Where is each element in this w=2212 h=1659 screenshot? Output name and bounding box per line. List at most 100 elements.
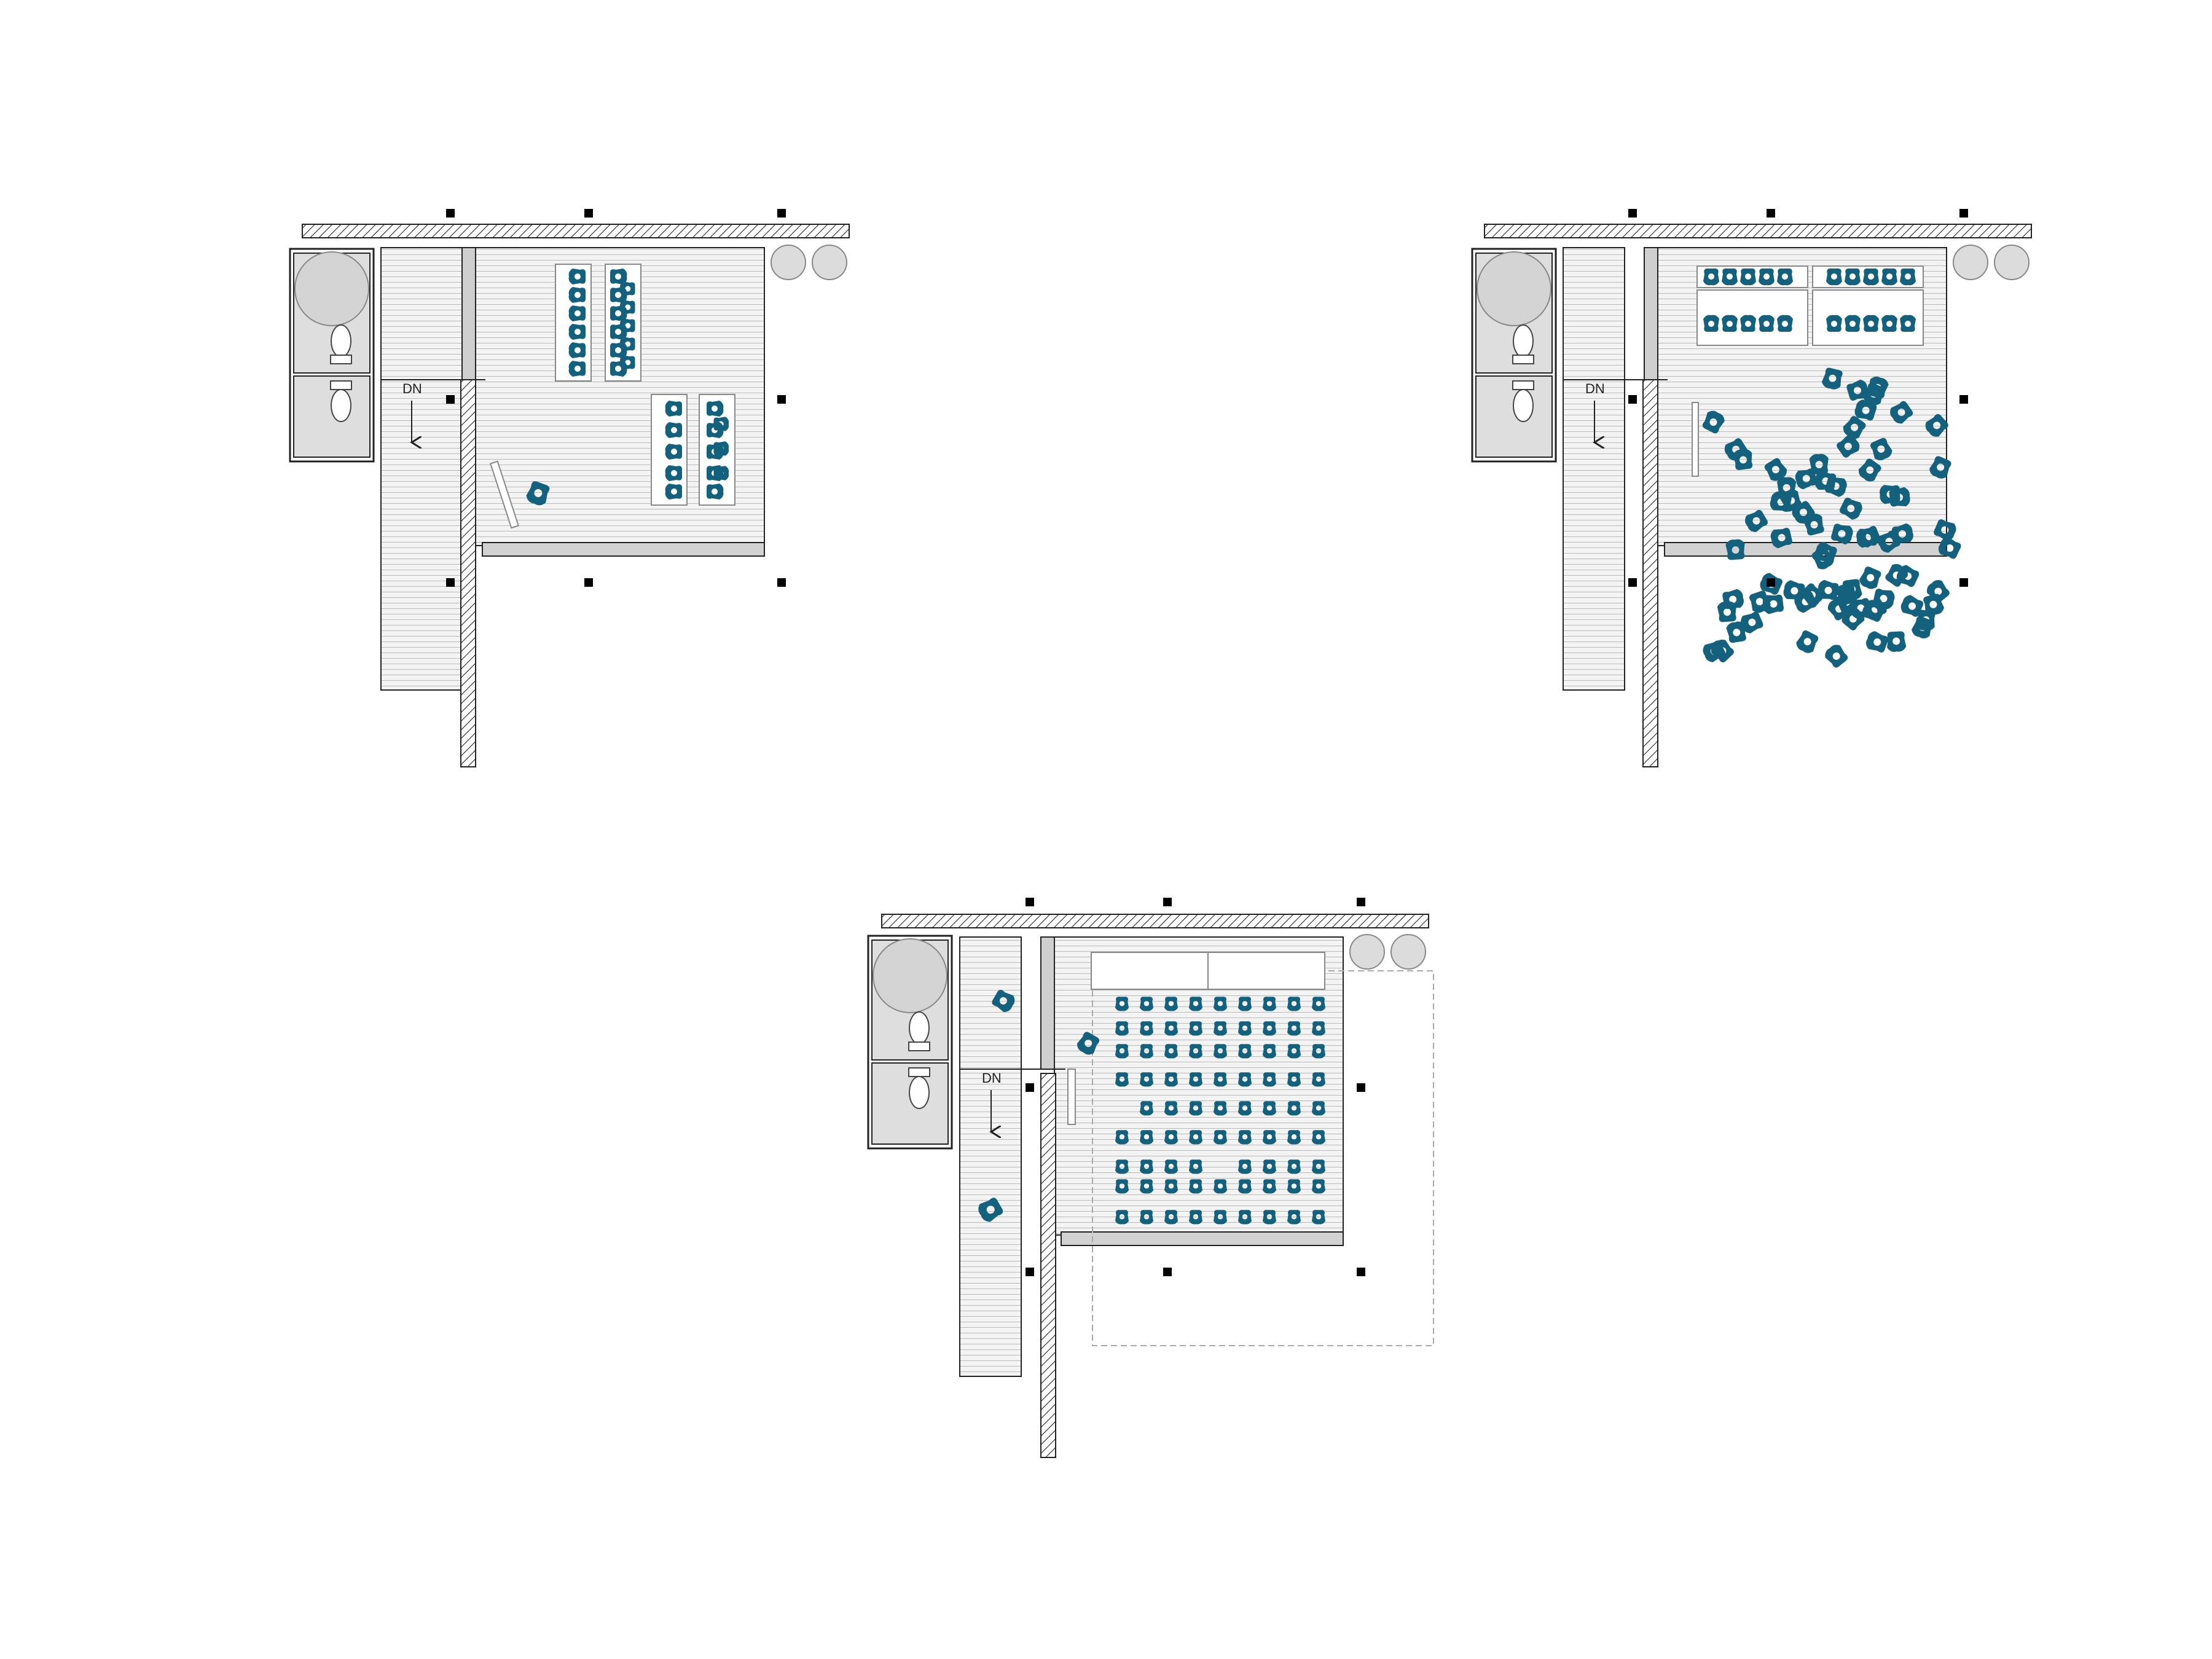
column-marker xyxy=(777,578,786,587)
person-figure xyxy=(1880,485,1900,504)
stair-direction-label: DN xyxy=(982,1070,1002,1086)
person-figure xyxy=(1703,315,1719,332)
guard-wall xyxy=(1040,1073,1056,1458)
person-figure xyxy=(1703,268,1719,286)
person-figure xyxy=(1725,539,1745,560)
person-figure xyxy=(1837,435,1860,458)
column-marker xyxy=(1026,1083,1034,1092)
person-figure xyxy=(619,281,635,296)
person-figure xyxy=(1794,590,1817,613)
person-figure xyxy=(1915,610,1936,631)
people-group xyxy=(978,989,1326,1225)
bench xyxy=(1067,1069,1076,1125)
column-marker xyxy=(1767,209,1775,218)
person-figure xyxy=(665,401,683,417)
person-figure xyxy=(713,417,729,431)
north-wall xyxy=(302,224,850,238)
person-figure xyxy=(619,300,635,315)
planter xyxy=(1953,245,1988,280)
north-wall xyxy=(1484,224,2032,238)
person-figure xyxy=(1826,268,1842,286)
person-figure xyxy=(1262,1044,1277,1059)
person-figure xyxy=(1287,1179,1301,1194)
person-figure xyxy=(1934,519,1956,541)
person-figure xyxy=(1115,1021,1129,1036)
person-figure xyxy=(1311,1130,1326,1145)
person-figure xyxy=(1741,611,1763,633)
stair-floor xyxy=(380,247,463,691)
person-figure xyxy=(619,355,635,370)
person-figure xyxy=(1188,997,1203,1011)
stair-floor xyxy=(1563,247,1625,691)
person-figure xyxy=(1745,509,1768,532)
guard-wall xyxy=(1642,379,1658,767)
structural-columns xyxy=(446,209,786,587)
column-marker xyxy=(777,209,786,218)
people-group xyxy=(526,269,729,506)
column-marker xyxy=(1959,209,1968,218)
person-figure xyxy=(1900,595,1924,617)
structural-columns xyxy=(1026,898,1365,1276)
person-figure xyxy=(1213,1130,1228,1145)
person-figure xyxy=(1702,410,1725,434)
person-figure xyxy=(1878,530,1900,553)
person-figure xyxy=(1262,1101,1277,1116)
person-figure xyxy=(1863,315,1879,332)
person-figure xyxy=(1139,1044,1154,1059)
person-figure xyxy=(568,269,586,284)
person-figure xyxy=(1900,268,1916,286)
person-figure xyxy=(1164,1159,1179,1174)
person-figure xyxy=(1287,1210,1301,1225)
person-figure xyxy=(610,269,627,284)
partition xyxy=(1040,936,1055,1070)
person-figure xyxy=(1139,1072,1154,1087)
partition xyxy=(1644,247,1658,380)
person-figure xyxy=(1213,1101,1228,1116)
toilet-icon xyxy=(909,1076,930,1109)
partition xyxy=(461,247,476,380)
person-figure xyxy=(1777,268,1793,286)
person-figure xyxy=(1164,1130,1179,1145)
toilet-icon xyxy=(1513,389,1534,422)
person-figure xyxy=(713,466,729,480)
person-figure xyxy=(1821,367,1843,390)
person-figure xyxy=(1262,1210,1277,1225)
person-figure xyxy=(1938,536,1961,559)
person-figure xyxy=(1164,1072,1179,1087)
person-figure xyxy=(1722,589,1744,610)
person-figure xyxy=(1311,1044,1326,1059)
person-figure xyxy=(1311,1072,1326,1087)
column-marker xyxy=(1959,395,1968,404)
person-figure xyxy=(1770,528,1792,549)
person-figure xyxy=(665,422,683,438)
person-figure xyxy=(1213,1044,1228,1059)
person-figure xyxy=(1262,1072,1277,1087)
person-figure xyxy=(619,337,635,351)
person-figure xyxy=(1237,997,1252,1011)
person-figure xyxy=(1139,1159,1154,1174)
person-figure xyxy=(1722,268,1738,286)
person-figure xyxy=(1780,489,1802,512)
shower-circle xyxy=(1477,251,1551,326)
person-figure xyxy=(1929,456,1951,479)
shower-circle xyxy=(873,938,947,1013)
person-figure xyxy=(713,441,729,456)
person-figure xyxy=(568,324,586,340)
person-figure xyxy=(1164,1021,1179,1036)
person-figure xyxy=(978,1198,1003,1222)
person-figure xyxy=(1726,621,1746,643)
person-figure xyxy=(1311,1021,1326,1036)
column-marker xyxy=(1767,578,1775,587)
person-figure xyxy=(1858,458,1881,482)
person-figure xyxy=(526,481,550,506)
person-figure xyxy=(1115,1159,1129,1174)
bench xyxy=(1692,402,1699,477)
person-figure xyxy=(1237,1021,1252,1036)
person-figure xyxy=(1811,546,1835,570)
person-figure xyxy=(1139,997,1154,1011)
person-figure xyxy=(1724,438,1747,461)
column-marker xyxy=(1026,898,1034,906)
person-figure xyxy=(1213,1072,1228,1087)
person-figure xyxy=(1890,401,1913,424)
person-figure xyxy=(1759,268,1775,286)
